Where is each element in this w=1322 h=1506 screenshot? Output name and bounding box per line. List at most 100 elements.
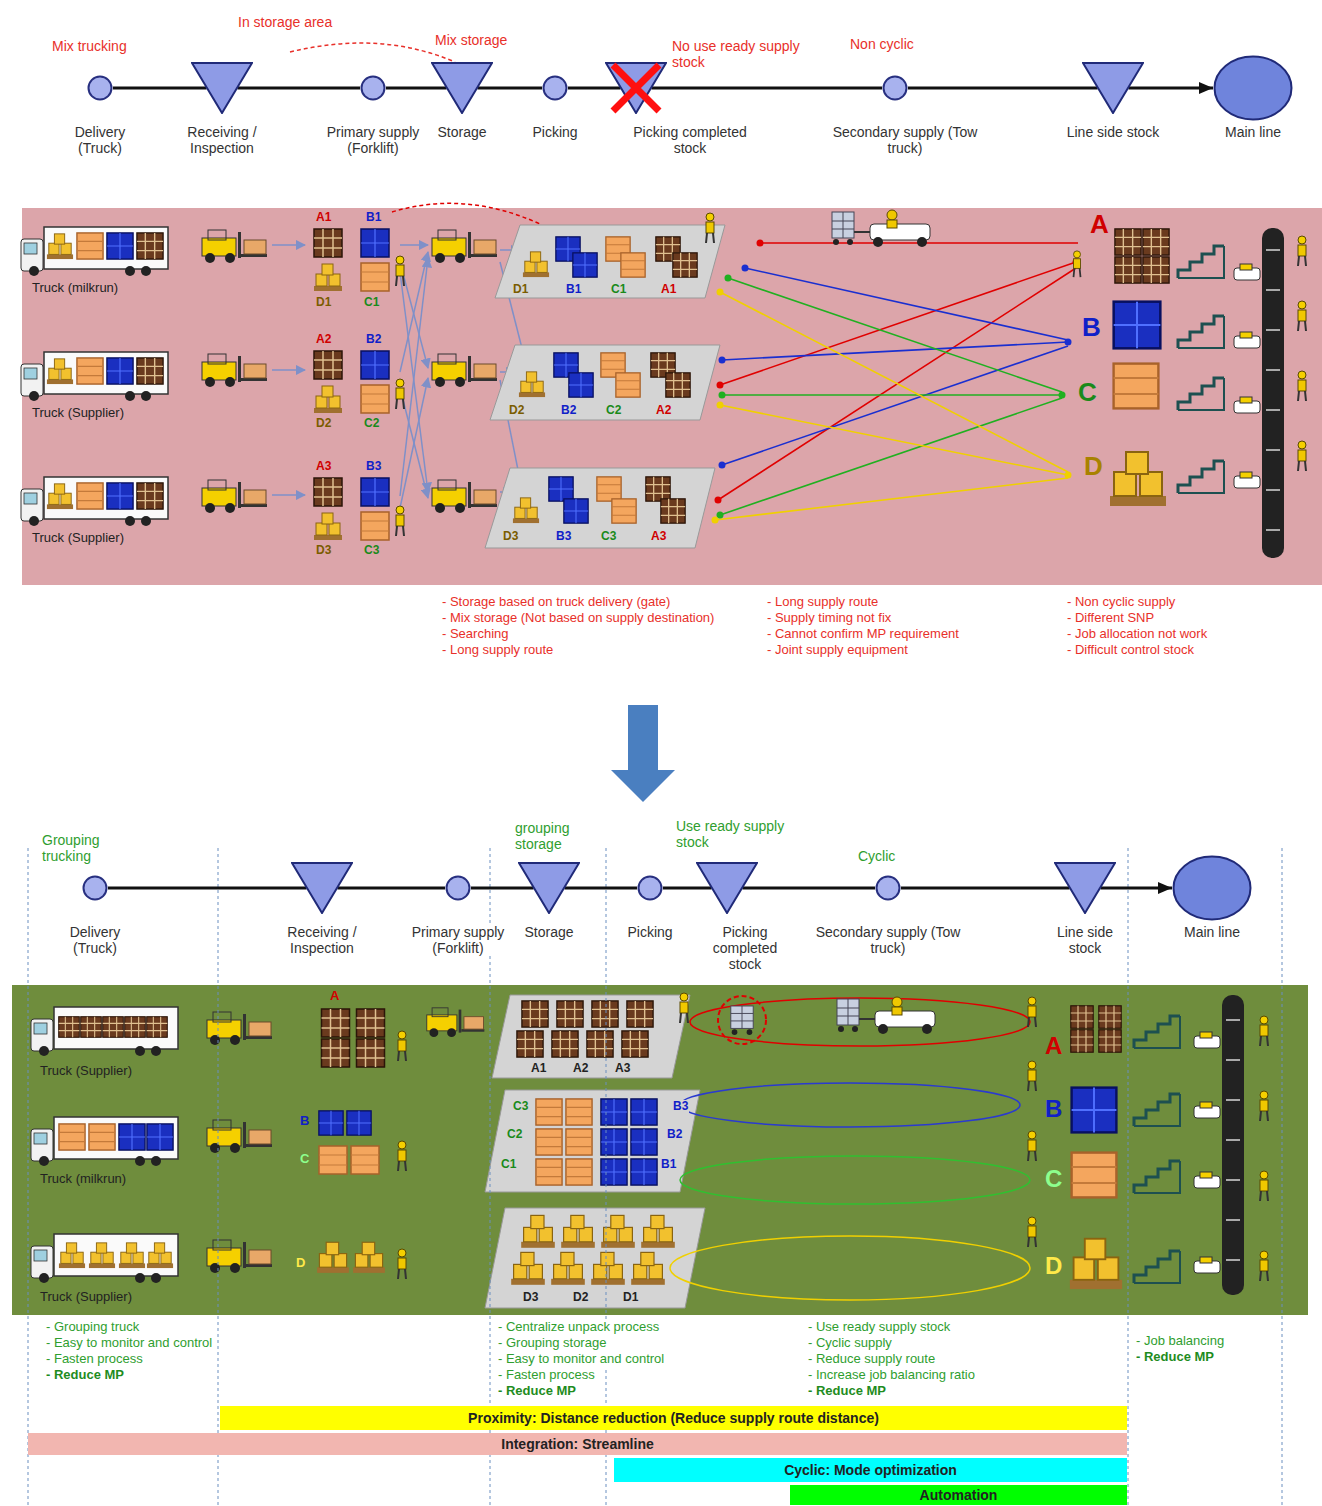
- note-text: - Cyclic supply: [806, 1335, 894, 1351]
- transition-arrow: [611, 705, 675, 802]
- flow-connector: [113, 87, 207, 90]
- flow-connector: [743, 887, 876, 890]
- label-text: D1: [512, 283, 529, 297]
- label-text: B1: [565, 283, 582, 297]
- step-label: Picking: [625, 924, 674, 940]
- stock-triangle: Line side stock: [1054, 862, 1116, 914]
- process-circle: Picking: [637, 875, 663, 901]
- theme-band: Integration: Streamline: [28, 1433, 1127, 1455]
- flow-connector: [238, 87, 361, 90]
- note-text: - Easy to monitor and control: [44, 1335, 214, 1351]
- process-circle: Delivery (Truck): [82, 875, 108, 901]
- ellipse-shape: [1215, 57, 1292, 120]
- label-text: Use ready supply stock: [676, 818, 801, 850]
- shape-outline: [360, 75, 386, 101]
- label-text: In storage area: [238, 14, 333, 30]
- step-label: Storage: [435, 124, 488, 140]
- note-column: - Storage based on truck delivery (gate)…: [440, 594, 720, 658]
- label-text: A: [1045, 1032, 1062, 1060]
- label-text: A2: [655, 404, 672, 418]
- label-text: B3: [366, 460, 381, 474]
- note-text: - Reduce MP: [806, 1383, 888, 1399]
- top-flow-annotation: [290, 43, 455, 62]
- triangle-shape: [606, 63, 666, 113]
- label-text: A: [1090, 210, 1109, 240]
- process-circle: Secondary supply (Tow truck): [875, 875, 901, 901]
- label-text: D: [1084, 452, 1103, 482]
- note-text: - Mix storage (Not based on supply desti…: [440, 610, 716, 626]
- label-text: B1: [366, 211, 381, 225]
- circle-shape: [447, 877, 470, 900]
- label-text: Truck (Supplier): [32, 406, 124, 421]
- circle-shape: [544, 77, 567, 100]
- process-circle: Secondary supply (Tow truck): [882, 75, 908, 101]
- label-text: C: [300, 1152, 309, 1167]
- stock-triangle: Receiving / Inspection: [191, 62, 253, 114]
- step-label: Main line: [1223, 124, 1283, 140]
- triangle-shape: [1055, 863, 1115, 913]
- circle-shape: [89, 77, 112, 100]
- step-label: Primary supply (Forklift): [401, 924, 515, 956]
- flow-connector: [478, 87, 543, 90]
- label-text: Truck (Supplier): [40, 1064, 132, 1079]
- note-text: - Searching: [440, 626, 510, 642]
- shape-outline: [518, 862, 580, 914]
- label-text: C3: [364, 544, 379, 558]
- note-text: - Centralize unpack process: [496, 1319, 661, 1335]
- band-label: Integration: Streamline: [501, 1436, 653, 1452]
- circle-shape: [362, 77, 385, 100]
- note-column: - Use ready supply stock- Cyclic supply -…: [806, 1319, 1126, 1399]
- note-column: - Centralize unpack process- Grouping st…: [496, 1319, 796, 1399]
- note-text: - Difficult control stock: [1065, 642, 1196, 658]
- main-line-circle: Main line: [1213, 55, 1293, 121]
- label-text: D3: [522, 1291, 539, 1305]
- label-text: Cyclic: [858, 848, 895, 864]
- triangle-shape: [292, 863, 352, 913]
- flow-connector: [568, 87, 621, 90]
- shape-outline: [605, 62, 667, 114]
- note-column: - Grouping truck- Easy to monitor and co…: [44, 1319, 464, 1383]
- note-text: - Fasten process: [496, 1367, 597, 1383]
- shape-outline: [875, 875, 901, 901]
- shape-outline: [637, 875, 663, 901]
- shape-outline: [291, 862, 353, 914]
- triangle-shape: [192, 63, 252, 113]
- step-label: Line side stock: [1046, 924, 1125, 956]
- flow-connector: [1101, 887, 1173, 890]
- triangle-shape: [1083, 63, 1143, 113]
- note-column: - Non cyclic supply- Different SNP- Job …: [1065, 594, 1315, 658]
- flow-connector: [386, 87, 447, 90]
- label-text: Non cyclic: [850, 36, 914, 52]
- flow-connector: [901, 887, 1070, 890]
- process-circle: Delivery (Truck): [87, 75, 113, 101]
- band-label: Cyclic: Mode optimization: [784, 1462, 957, 1478]
- note-text: - Grouping storage: [496, 1335, 608, 1351]
- shape-outline: [87, 75, 113, 101]
- label-text: A1: [530, 1062, 547, 1076]
- step-label: Receiving / Inspection: [160, 124, 284, 156]
- label-text: A2: [316, 333, 331, 347]
- label-text: C1: [500, 1158, 517, 1172]
- note-text: - Long supply route: [440, 642, 555, 658]
- label-text: D: [1045, 1252, 1062, 1280]
- label-text: Mix trucking: [52, 38, 127, 54]
- label-text: A3: [614, 1062, 631, 1076]
- step-label: Primary supply (Forklift): [316, 124, 430, 156]
- note-text: - Reduce MP: [496, 1383, 578, 1399]
- label-text: C3: [512, 1100, 529, 1114]
- step-label: Picking completed stock: [623, 124, 757, 156]
- triangle-shape: [697, 863, 757, 913]
- label-text: D2: [508, 404, 525, 418]
- flow-connector: [108, 887, 307, 890]
- note-text: - Different SNP: [1065, 610, 1156, 626]
- label-text: D2: [316, 417, 331, 431]
- process-circle: Primary supply (Forklift): [360, 75, 386, 101]
- step-label: Main line: [1182, 924, 1242, 940]
- label-text: A: [330, 989, 339, 1004]
- stock-triangle: Receiving / Inspection: [291, 862, 353, 914]
- label-text: C1: [610, 283, 627, 297]
- label-text: Truck (Supplier): [40, 1290, 132, 1305]
- note-text: - Use ready supply stock: [806, 1319, 952, 1335]
